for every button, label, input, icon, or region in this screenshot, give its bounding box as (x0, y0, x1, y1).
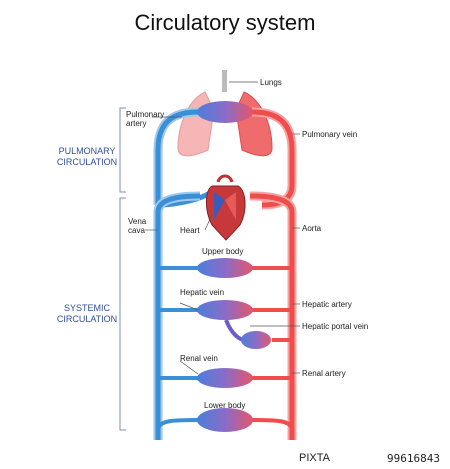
lower-body-label: Lower body (204, 401, 246, 410)
intestine-bed (224, 319, 292, 349)
renal-artery-label: Renal artery (302, 369, 346, 378)
hepatic-portal-vein-label: Hepatic portal vein (302, 322, 369, 331)
liver-bed (158, 300, 292, 320)
upper-body-bed (158, 258, 292, 278)
heart (205, 174, 246, 241)
trachea (222, 70, 227, 92)
leader-lines (145, 81, 300, 375)
hepatic-artery-label: Hepatic artery (302, 300, 352, 309)
systemic-bracket (119, 197, 126, 431)
renal-vein-label: Renal vein (180, 354, 218, 363)
aorta-label: Aorta (302, 224, 322, 233)
diagram-title: Circulatory system (134, 10, 316, 35)
pulmonary-bracket (119, 107, 126, 193)
footer-bar: PIXTA 99616843 (0, 448, 450, 469)
pulmonary-vein-label: Pulmonary vein (302, 130, 358, 139)
hepatic-vein-label: Hepatic vein (180, 288, 225, 297)
image-id: 99616843 (387, 452, 440, 465)
upper-body-label: Upper body (202, 247, 244, 256)
lower-body-bed (156, 408, 294, 432)
aorta-vessel (249, 191, 297, 440)
kidney-bed (158, 368, 292, 388)
pixta-logo: PIXTA (299, 452, 330, 464)
lungs-label: Lungs (260, 78, 282, 87)
pulmonary-circulation-label: PULMONARY CIRCULATION (56, 146, 118, 167)
systemic-circulation-label: SYSTEMIC CIRCULATION (56, 303, 118, 324)
vena-cava-label: Vena cava (128, 217, 147, 235)
pulmonary-artery-label: Pulmonary artery (126, 110, 165, 128)
lung-capillary-bed (197, 101, 253, 123)
heart-label: Heart (180, 226, 200, 235)
